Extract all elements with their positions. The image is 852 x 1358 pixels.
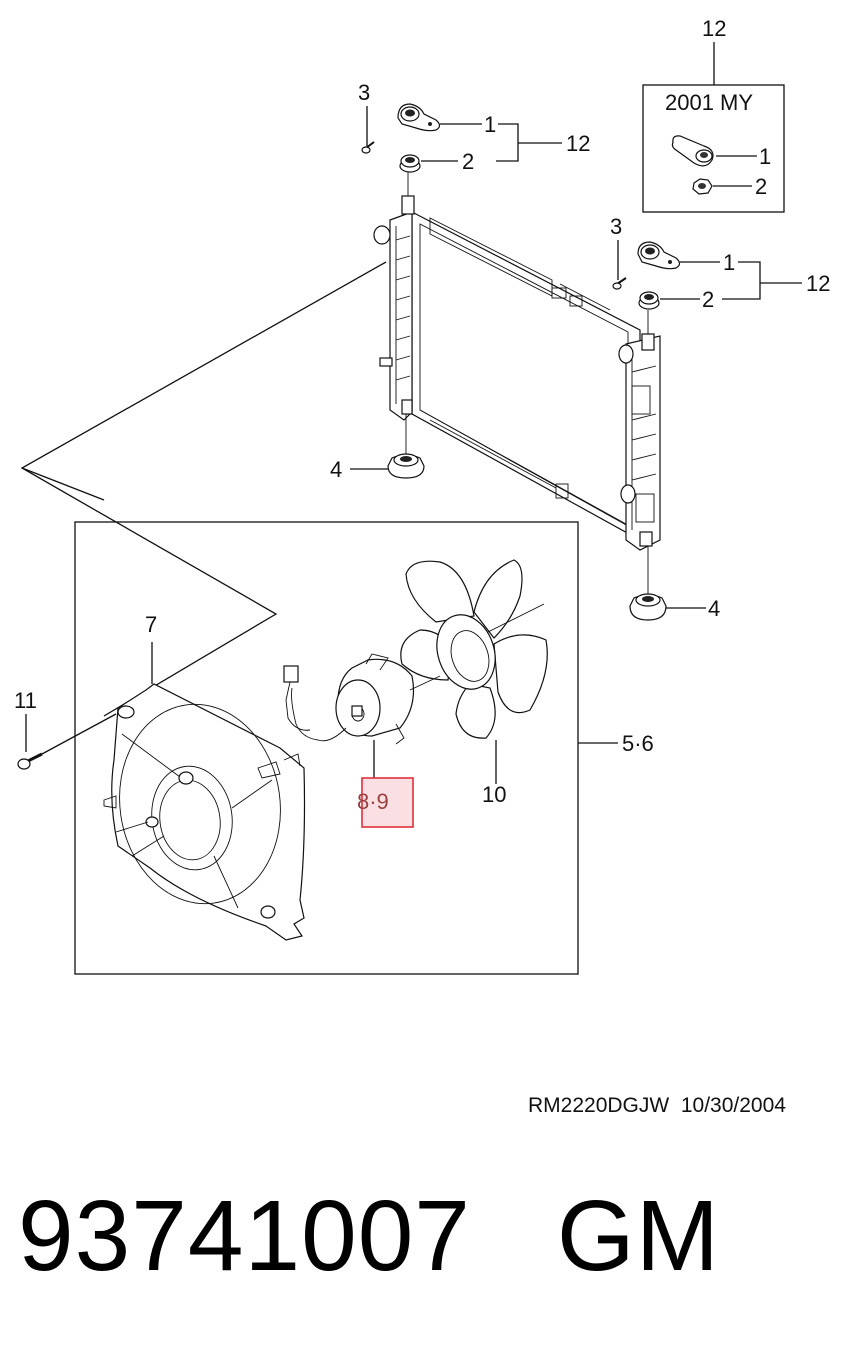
brand-name: GM <box>556 1180 721 1292</box>
callout-3-left: 3 <box>358 80 370 105</box>
callout-12-left: 12 <box>566 131 590 156</box>
fan-motor-part <box>283 653 441 745</box>
upper-grommet-right <box>638 291 660 310</box>
screw-icon <box>612 277 627 290</box>
callout-10: 10 <box>482 782 506 807</box>
inset-title: 2001 MY <box>665 90 753 115</box>
fan-assembly-frame <box>74 521 579 975</box>
right-upper-mount: 3 1 2 12 <box>610 214 830 334</box>
highlighted-part-box[interactable] <box>361 777 414 828</box>
upper-bracket-left <box>397 103 441 132</box>
callout-4-right: 4 <box>708 596 720 621</box>
radiator <box>373 195 661 551</box>
callout-12-right: 12 <box>806 271 830 296</box>
callout-12-top: 12 <box>702 16 726 41</box>
lower-mount-right: 4 <box>629 546 720 621</box>
inset-bracket-part <box>671 135 714 167</box>
bolt-part: 11 <box>14 688 117 770</box>
callout-5-6: 5·6 <box>622 731 654 756</box>
lower-mount-left: 4 <box>330 414 425 482</box>
upper-bracket-right <box>637 241 681 270</box>
callout-2-left: 2 <box>462 149 474 174</box>
callout-3-right: 3 <box>610 214 622 239</box>
callout-7: 7 <box>145 612 157 637</box>
callout-1-right: 1 <box>723 250 735 275</box>
inset-2001-my: 12 2001 MY 1 2 <box>642 16 785 213</box>
inset-frame <box>642 84 785 213</box>
callout-8-9[interactable]: 8·9 <box>357 789 389 814</box>
fan-shroud-part <box>103 683 306 941</box>
left-upper-mount: 3 1 2 12 <box>358 80 590 196</box>
callout-4-left: 4 <box>330 457 342 482</box>
part-number: 93741007 <box>18 1180 471 1292</box>
callout-1-left: 1 <box>484 112 496 137</box>
assembly-leader-lines <box>20 261 387 717</box>
inset-callout-1: 1 <box>759 144 771 169</box>
inset-nut-part <box>692 178 713 195</box>
callout-11: 11 <box>14 688 37 713</box>
fan-blade-part <box>400 559 548 739</box>
inset-callout-2: 2 <box>755 174 767 199</box>
screw-icon <box>361 141 375 154</box>
drawing-code: RM2220DGJW 10/30/2004 <box>528 1094 786 1117</box>
upper-grommet-left <box>399 154 421 173</box>
callout-2-right: 2 <box>702 287 714 312</box>
fan-assembly-group: 5·6 10 8·9 <box>74 521 654 975</box>
